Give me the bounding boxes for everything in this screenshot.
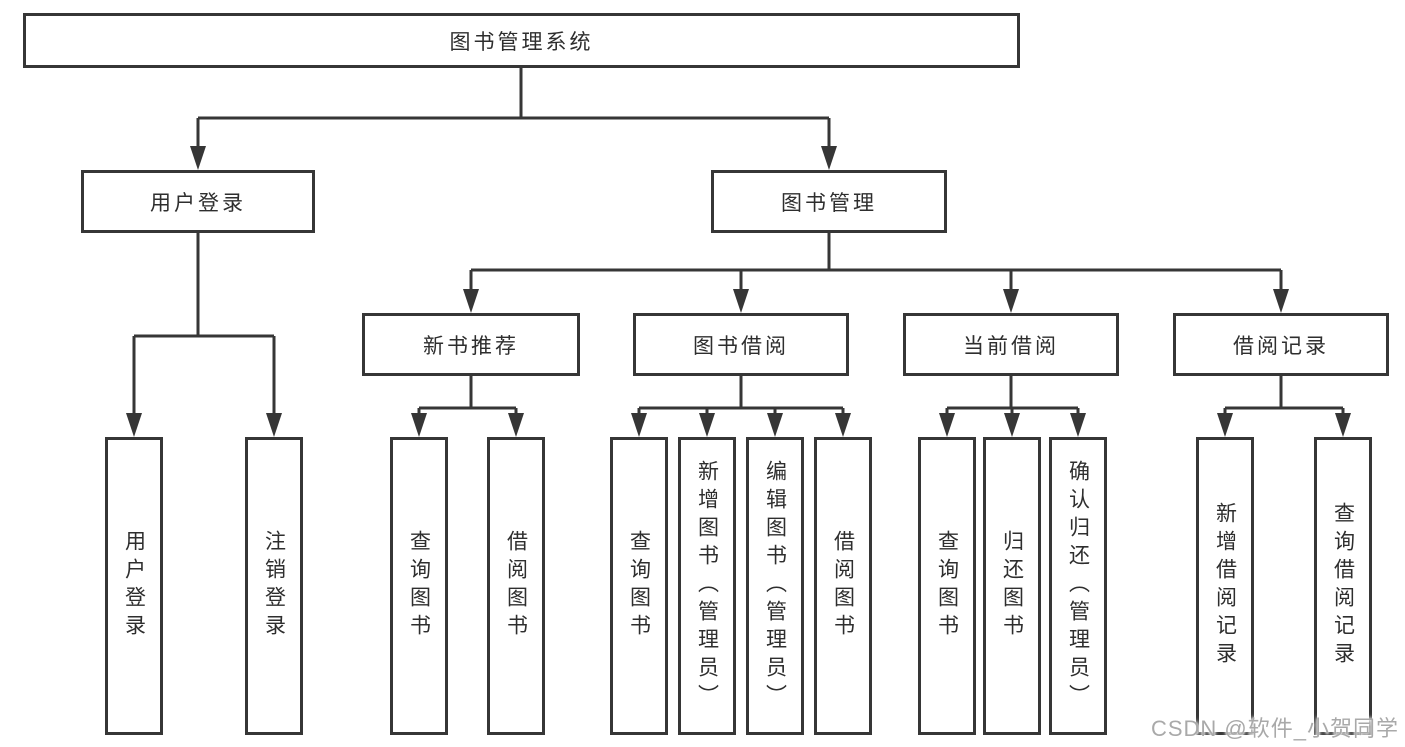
leaf-user-login: 用户登录 bbox=[105, 437, 163, 735]
leaf-borrow-borrow-book: 借阅图书 bbox=[814, 437, 872, 735]
leaf-records-add-record-label: 新增借阅记录 bbox=[1213, 502, 1237, 670]
node-root-system-label: 图书管理系统 bbox=[449, 30, 594, 54]
leaf-records-query-record-label: 查询借阅记录 bbox=[1331, 502, 1355, 670]
connector-lines bbox=[132, 68, 1345, 415]
connector-root-to-level2 bbox=[196, 68, 831, 148]
connector-borrow-records-to-leaves bbox=[1223, 376, 1345, 415]
node-borrow-records: 借阅记录 bbox=[1173, 313, 1389, 376]
node-root-system: 图书管理系统 bbox=[23, 13, 1020, 68]
node-new-books: 新书推荐 bbox=[362, 313, 580, 376]
arrowheads-level3 bbox=[463, 289, 1289, 313]
arrowheads bbox=[126, 146, 1351, 437]
leaf-logout: 注销登录 bbox=[245, 437, 303, 735]
leaf-borrow-query-book: 查询图书 bbox=[610, 437, 668, 735]
connector-book-management-to-level3 bbox=[469, 233, 1283, 291]
leaf-newbooks-query-book-label: 查询图书 bbox=[407, 530, 431, 642]
arrowheads-level2 bbox=[190, 146, 837, 170]
node-current-borrow: 当前借阅 bbox=[903, 313, 1119, 376]
leaf-records-add-record: 新增借阅记录 bbox=[1196, 437, 1254, 735]
leaf-current-confirm-return-admin: 确认归还（管理员） bbox=[1049, 437, 1107, 735]
leaf-borrow-add-book-admin: 新增图书（管理员） bbox=[678, 437, 736, 735]
leaf-borrow-borrow-book-label: 借阅图书 bbox=[831, 530, 855, 642]
leaf-borrow-edit-book-admin: 编辑图书（管理员） bbox=[746, 437, 804, 735]
node-new-books-label: 新书推荐 bbox=[423, 334, 519, 358]
leaf-logout-label: 注销登录 bbox=[262, 530, 286, 642]
leaf-current-return-book: 归还图书 bbox=[983, 437, 1041, 735]
leaf-current-query-book: 查询图书 bbox=[918, 437, 976, 735]
node-borrow-records-label: 借阅记录 bbox=[1233, 334, 1329, 358]
leaf-borrow-query-book-label: 查询图书 bbox=[627, 530, 651, 642]
connector-book-borrow-to-leaves bbox=[637, 376, 845, 415]
leaf-current-return-book-label: 归还图书 bbox=[1000, 530, 1024, 642]
node-book-borrow-label: 图书借阅 bbox=[693, 334, 789, 358]
node-user-login-label: 用户登录 bbox=[150, 191, 246, 215]
connector-current-borrow-to-leaves bbox=[945, 376, 1080, 415]
leaf-current-confirm-return-admin-label: 确认归还（管理员） bbox=[1066, 460, 1090, 712]
leaf-newbooks-borrow-book: 借阅图书 bbox=[487, 437, 545, 735]
arrowheads-leaves bbox=[126, 413, 1351, 437]
node-book-management-label: 图书管理 bbox=[781, 191, 877, 215]
connector-user-login-to-leaves bbox=[132, 233, 276, 415]
leaf-records-query-record: 查询借阅记录 bbox=[1314, 437, 1372, 735]
leaf-newbooks-query-book: 查询图书 bbox=[390, 437, 448, 735]
node-user-login: 用户登录 bbox=[81, 170, 315, 233]
leaf-borrow-add-book-admin-label: 新增图书（管理员） bbox=[695, 460, 719, 712]
leaf-user-login-label: 用户登录 bbox=[122, 530, 146, 642]
leaf-newbooks-borrow-book-label: 借阅图书 bbox=[504, 530, 528, 642]
csdn-watermark: CSDN @软件_小贺同学 bbox=[1150, 716, 1399, 741]
node-book-management: 图书管理 bbox=[711, 170, 947, 233]
leaf-borrow-edit-book-admin-label: 编辑图书（管理员） bbox=[763, 460, 787, 712]
node-book-borrow: 图书借阅 bbox=[633, 313, 849, 376]
leaf-current-query-book-label: 查询图书 bbox=[935, 530, 959, 642]
connector-new-books-to-leaves bbox=[417, 376, 518, 415]
node-current-borrow-label: 当前借阅 bbox=[963, 334, 1059, 358]
